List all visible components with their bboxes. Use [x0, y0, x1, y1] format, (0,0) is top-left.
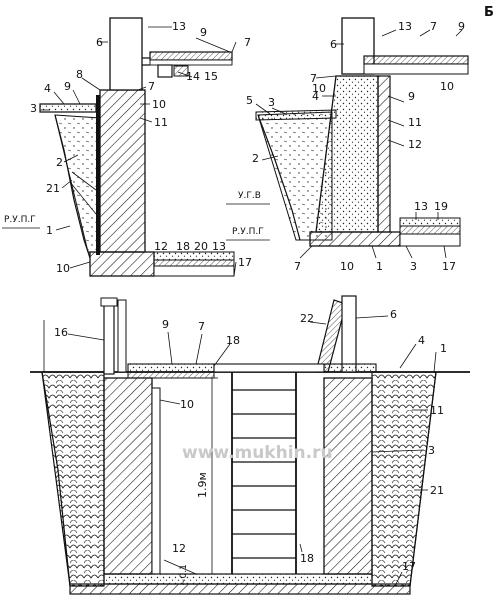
- vent-pipe: [103, 303, 115, 375]
- svg-text:13: 13: [212, 240, 226, 253]
- gap-dimension: ~0.1: [179, 564, 189, 586]
- svg-text:7: 7: [310, 72, 317, 85]
- svg-text:8: 8: [76, 68, 83, 81]
- svg-text:13: 13: [398, 20, 412, 33]
- svg-text:9: 9: [200, 26, 207, 39]
- svg-text:9: 9: [458, 20, 465, 33]
- svg-text:19: 19: [434, 200, 448, 213]
- svg-text:7: 7: [198, 320, 205, 333]
- svg-text:7: 7: [430, 20, 437, 33]
- left-wall: [103, 377, 153, 575]
- svg-text:11: 11: [154, 116, 168, 129]
- level-label-rupg: Р.У.П.Г: [4, 215, 36, 225]
- svg-text:7: 7: [294, 260, 301, 273]
- soil-left: [41, 371, 105, 587]
- svg-text:9: 9: [64, 80, 71, 93]
- svg-text:4: 4: [44, 82, 51, 95]
- ladder: [231, 372, 297, 574]
- svg-text:10: 10: [56, 262, 70, 275]
- svg-text:3: 3: [30, 102, 37, 115]
- svg-text:7: 7: [244, 36, 251, 49]
- svg-text:13: 13: [414, 200, 428, 213]
- svg-text:12: 12: [154, 240, 168, 253]
- svg-text:5: 5: [246, 94, 253, 107]
- svg-text:10: 10: [180, 398, 194, 411]
- svg-text:22: 22: [300, 312, 314, 325]
- svg-text:12: 12: [172, 542, 186, 555]
- svg-text:6: 6: [96, 36, 103, 49]
- svg-text:6: 6: [330, 38, 337, 51]
- svg-text:3: 3: [410, 260, 417, 273]
- svg-text:20: 20: [194, 240, 208, 253]
- svg-text:17: 17: [402, 560, 416, 573]
- footing: [89, 251, 155, 277]
- svg-text:11: 11: [430, 404, 444, 417]
- svg-text:6: 6: [390, 308, 397, 321]
- svg-text:21: 21: [46, 182, 60, 195]
- soil-backfill: [54, 114, 101, 253]
- svg-text:10: 10: [340, 260, 354, 273]
- cellar-floor: [103, 573, 373, 585]
- svg-text:21: 21: [430, 484, 444, 497]
- svg-text:3: 3: [428, 444, 435, 457]
- svg-text:7: 7: [148, 80, 155, 93]
- svg-text:1: 1: [376, 260, 383, 273]
- svg-text:17: 17: [238, 256, 252, 269]
- watermark: www.mukhin.ru: [182, 443, 333, 463]
- svg-text:1: 1: [46, 224, 53, 237]
- svg-text:2: 2: [252, 152, 259, 165]
- svg-text:12: 12: [408, 138, 422, 151]
- svg-text:17: 17: [442, 260, 456, 273]
- svg-text:11: 11: [408, 116, 422, 129]
- svg-text:4: 4: [418, 334, 425, 347]
- svg-text:10: 10: [440, 80, 454, 93]
- svg-text:9: 9: [162, 318, 169, 331]
- svg-text:1: 1: [440, 342, 447, 355]
- svg-text:18: 18: [176, 240, 190, 253]
- svg-text:9: 9: [408, 90, 415, 103]
- height-dimension: 1.9м: [196, 472, 209, 498]
- svg-text:18: 18: [226, 334, 240, 347]
- wall: [99, 89, 146, 253]
- svg-text:18: 18: [300, 552, 314, 565]
- svg-text:15: 15: [204, 70, 218, 83]
- svg-text:10: 10: [312, 82, 326, 95]
- svg-text:16: 16: [54, 326, 68, 339]
- corner-letter: Б: [484, 5, 494, 20]
- level-label-ugv: У.Г.В: [238, 191, 261, 201]
- bottom-section: 1.9м ~0.1 16 9 7 18 22 6 4 1 10: [30, 295, 470, 595]
- top-left-section: Р.У.П.Г 6 13 9 7 8 4 9 3: [2, 17, 252, 277]
- svg-text:14: 14: [186, 70, 200, 83]
- top-right-section: У.Г.В Р.У.П.Г 6 13 7 9 7 10 4: [226, 17, 469, 273]
- svg-text:2: 2: [56, 156, 63, 169]
- soil-right: [371, 371, 437, 587]
- column: [109, 17, 143, 91]
- floor-slab: [149, 51, 233, 61]
- svg-text:3: 3: [268, 96, 275, 109]
- svg-text:10: 10: [152, 98, 166, 111]
- right-wall: [323, 377, 373, 575]
- svg-text:13: 13: [172, 20, 186, 33]
- svg-text:4: 4: [312, 90, 319, 103]
- level-label-rupg-right: Р.У.П.Г: [232, 227, 264, 237]
